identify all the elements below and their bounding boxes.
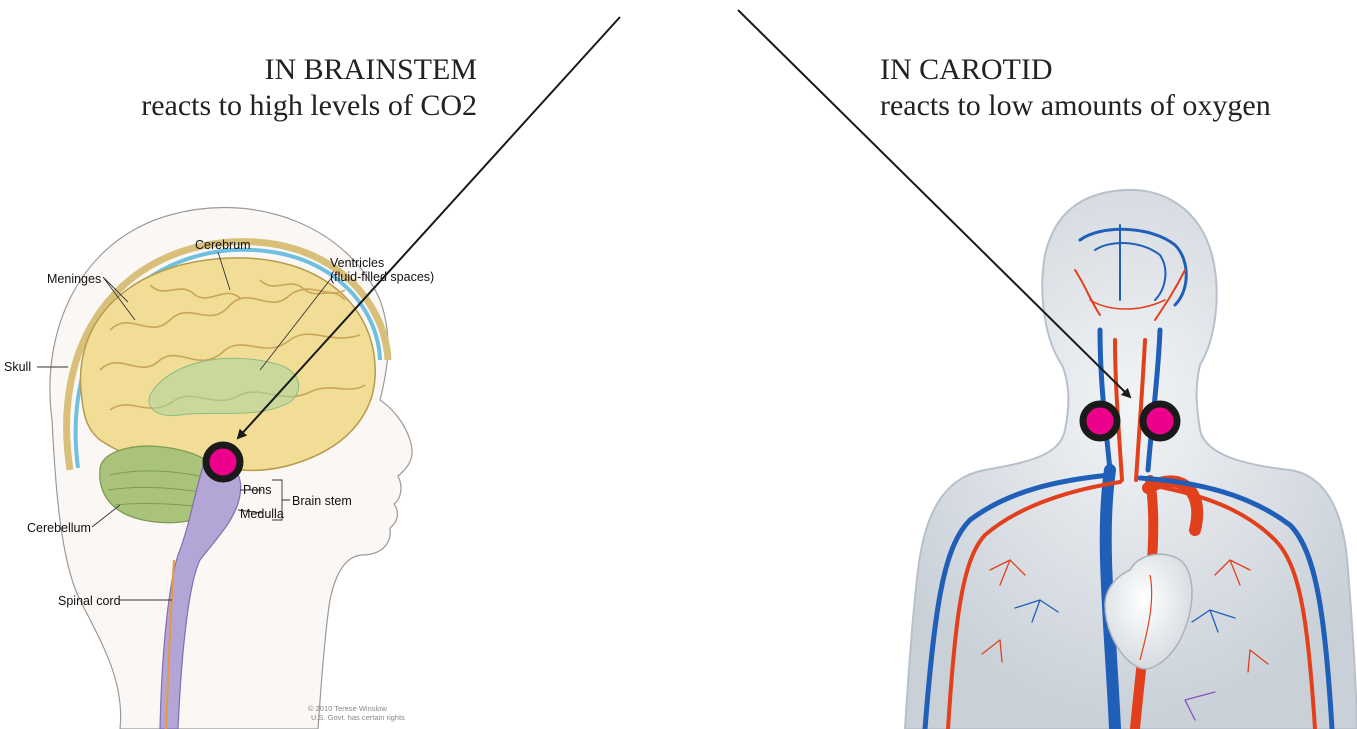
label-skull: Skull [4, 360, 31, 374]
label-ventricles: Ventricles [330, 256, 384, 270]
label-spinal-cord: Spinal cord [58, 594, 121, 608]
carotid-marker-left [1083, 404, 1117, 438]
label-brain-stem: Brain stem [292, 494, 352, 508]
label-ventricles-sub: (fluid-filled spaces) [330, 270, 434, 284]
credit-line-1: © 2010 Terese Winslow [308, 704, 387, 713]
label-cerebellum: Cerebellum [27, 521, 91, 535]
label-meninges: Meninges [47, 272, 101, 286]
label-medulla: Medulla [240, 507, 284, 521]
label-pons: Pons [243, 483, 272, 497]
circulatory-illustration [905, 190, 1357, 729]
brainstem-marker [206, 445, 240, 479]
label-cerebrum: Cerebrum [195, 238, 251, 252]
arrow-to-carotid [738, 10, 1130, 397]
carotid-marker-right [1143, 404, 1177, 438]
credit-line-2: U.S. Govt. has certain rights [311, 713, 405, 722]
